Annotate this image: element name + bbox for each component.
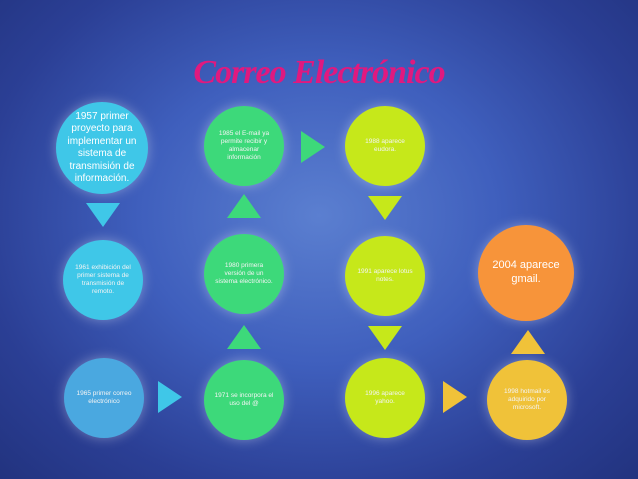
node-1985-text: 1985 el E-mail ya permite recibir y alma… bbox=[218, 129, 270, 162]
slide-title: Correo Electrónico bbox=[193, 54, 445, 91]
node-2004: 2004 aparece gmail. bbox=[478, 225, 574, 321]
node-1991: 1991 aparece lotus notes. bbox=[345, 236, 425, 316]
node-1998: 1998 hotmail es adquirido por microsoft. bbox=[487, 360, 567, 440]
arrow-down-2 bbox=[368, 196, 402, 220]
node-1988-text: 1988 aparece eudora. bbox=[365, 137, 405, 153]
arrow-up-2 bbox=[227, 325, 261, 349]
arrow-down-1 bbox=[86, 203, 120, 227]
arrow-up-3 bbox=[511, 330, 545, 354]
node-1971-text: 1971 se incorpora el uso del @ bbox=[214, 391, 274, 407]
node-1965-text: 1965 primer correo electrónico bbox=[76, 389, 132, 405]
node-1998-text: 1998 hotmail es adquirido por microsoft. bbox=[504, 387, 550, 412]
node-1961: 1961 exhibición del primer sistema de tr… bbox=[63, 240, 143, 320]
node-1971: 1971 se incorpora el uso del @ bbox=[204, 360, 284, 440]
node-1996-text: 1996 aparece yahoo. bbox=[365, 389, 405, 405]
node-1980-text: 1980 primera versión de un sistema elect… bbox=[215, 261, 273, 286]
arrow-down-3 bbox=[368, 326, 402, 350]
node-1988: 1988 aparece eudora. bbox=[345, 106, 425, 186]
arrow-right-1 bbox=[158, 381, 182, 413]
node-1991-text: 1991 aparece lotus notes. bbox=[357, 267, 413, 283]
node-1957-text: 1957 primer proyecto para implementar un… bbox=[67, 110, 137, 185]
arrow-up-1 bbox=[227, 194, 261, 218]
node-1965: 1965 primer correo electrónico bbox=[64, 358, 144, 438]
node-1996: 1996 aparece yahoo. bbox=[345, 358, 425, 438]
node-1985: 1985 el E-mail ya permite recibir y alma… bbox=[204, 106, 284, 186]
arrow-right-2 bbox=[301, 131, 325, 163]
node-2004-text: 2004 aparece gmail. bbox=[492, 259, 560, 285]
node-1980: 1980 primera versión de un sistema elect… bbox=[204, 234, 284, 314]
arrow-right-3 bbox=[443, 381, 467, 413]
node-1961-text: 1961 exhibición del primer sistema de tr… bbox=[75, 263, 131, 296]
node-1957: 1957 primer proyecto para implementar un… bbox=[56, 102, 148, 194]
